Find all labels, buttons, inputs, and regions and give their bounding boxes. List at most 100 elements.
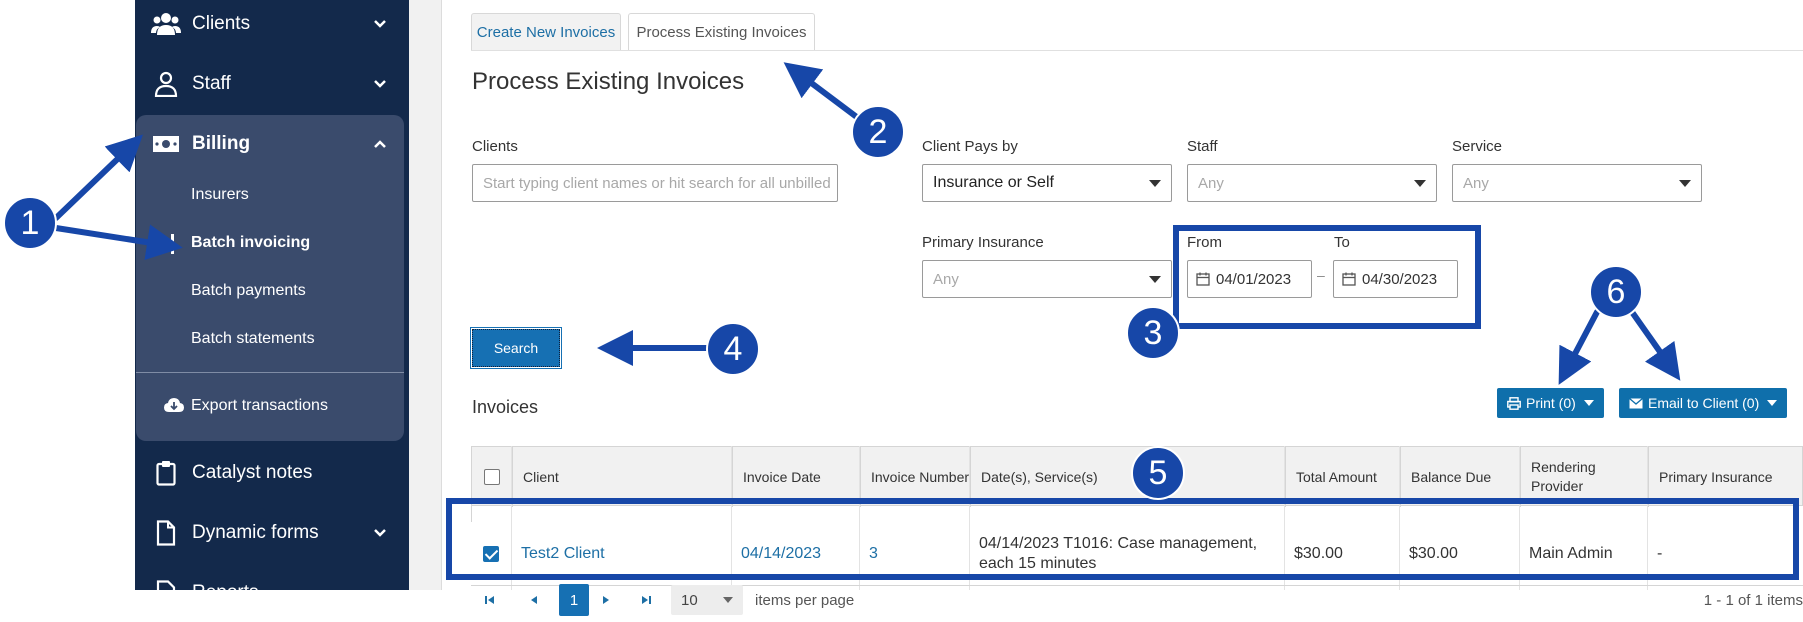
page-title: Process Existing Invoices — [472, 68, 745, 95]
clients-search-input[interactable]: Start typing client names or hit search … — [472, 164, 838, 202]
caret-down-icon — [723, 597, 733, 603]
client-pays-by-select[interactable]: Insurance or Self — [922, 164, 1172, 202]
staff-label: Staff — [1187, 138, 1218, 155]
chevron-down-icon — [374, 20, 386, 28]
sidebar-subitem-batch-payments[interactable]: Batch payments — [191, 282, 306, 299]
column-header[interactable]: Date(s), Service(s) — [970, 447, 1285, 507]
primary-insurance-cell: - — [1657, 545, 1663, 562]
staff-select[interactable]: Any — [1187, 164, 1437, 202]
sidebar-subitem-batch-invoicing[interactable]: Batch invoicing — [191, 234, 311, 251]
annotation-badge-4: 4 — [706, 322, 760, 376]
sidebar-item-catalyst-notes[interactable]: Catalyst notes — [135, 443, 409, 503]
column-header[interactable]: Primary Insurance — [1648, 447, 1803, 507]
sidebar: Clients Staff Billing Insurers Batch inv… — [135, 0, 409, 606]
clients-placeholder: Start typing client names or hit search … — [483, 174, 831, 192]
from-label: From — [1187, 234, 1222, 251]
money-icon — [151, 129, 181, 159]
sidebar-item-billing[interactable]: Billing — [135, 114, 409, 174]
invoice-date-link[interactable]: 04/14/2023 — [741, 545, 822, 562]
column-header[interactable]: Total Amount — [1285, 447, 1400, 507]
email-to-client-button[interactable]: Email to Client (0) — [1619, 388, 1788, 418]
search-button[interactable]: Search — [470, 327, 562, 369]
previous-page-icon[interactable] — [519, 584, 549, 616]
print-label: Print (0) — [1526, 395, 1576, 411]
first-page-icon[interactable] — [475, 584, 505, 616]
caret-down-icon — [1583, 400, 1594, 406]
clients-label: Clients — [472, 138, 518, 155]
chevron-up-icon — [374, 140, 386, 148]
sidebar-item-label: Staff — [192, 73, 231, 94]
client-link[interactable]: Test2 Client — [521, 545, 605, 562]
annotation-arrow — [53, 134, 143, 221]
row-select-cell — [471, 522, 511, 586]
to-date-input[interactable]: 04/30/2023 — [1333, 260, 1458, 298]
client-pays-by-label: Client Pays by — [922, 138, 1018, 155]
tab-process-existing-invoices[interactable]: Process Existing Invoices — [628, 13, 815, 51]
cloud-download-icon — [159, 391, 189, 421]
calendar-icon — [1196, 272, 1210, 286]
sidebar-item-label: Clients — [192, 13, 251, 34]
table-row[interactable]: Test2 Client 04/14/2023 3 04/14/2023 T10… — [471, 522, 1803, 586]
sidebar-item-label: Export transactions — [191, 397, 328, 414]
staff-value: Any — [1198, 174, 1224, 192]
sidebar-item-staff[interactable]: Staff — [135, 54, 409, 114]
users-icon — [151, 9, 181, 39]
sidebar-item-clients[interactable]: Clients — [135, 0, 409, 54]
annotation-badge-5: 5 — [1131, 446, 1185, 500]
annotation-badge-3: 3 — [1126, 306, 1180, 360]
invoice-number-link[interactable]: 3 — [869, 545, 878, 562]
pager: 1 10 items per page 1 - 1 of 1 items — [471, 584, 1803, 616]
caret-down-icon — [1414, 180, 1426, 187]
rendering-provider-cell: Main Admin — [1529, 545, 1613, 562]
annotation-badge-6: 6 — [1589, 265, 1643, 319]
envelope-icon — [1629, 397, 1643, 408]
sidebar-item-reports[interactable]: Reports — [135, 563, 409, 622]
caret-down-icon — [1767, 400, 1778, 406]
sidebar-item-export-transactions[interactable]: Export transactions — [135, 376, 409, 436]
primary-insurance-select[interactable]: Any — [922, 260, 1172, 298]
chevron-down-icon — [374, 529, 386, 537]
date-range-separator: – — [1317, 267, 1325, 283]
column-header[interactable]: Balance Due — [1400, 447, 1520, 507]
sidebar-subitem-insurers[interactable]: Insurers — [191, 186, 249, 203]
column-header[interactable]: Invoice Date — [732, 447, 860, 507]
page-size-select[interactable]: 10 — [671, 585, 743, 615]
sidebar-item-label: Catalyst notes — [192, 462, 313, 483]
document-icon — [151, 578, 181, 608]
billing-group — [136, 115, 404, 441]
page-number-button[interactable]: 1 — [559, 584, 589, 616]
last-page-icon[interactable] — [631, 584, 661, 616]
service-label: Service — [1452, 138, 1503, 155]
page-size-value: 10 — [681, 591, 698, 609]
primary-insurance-label: Primary Insurance — [922, 234, 1044, 251]
column-header[interactable]: Client — [512, 447, 732, 507]
column-header[interactable]: Rendering Provider — [1520, 447, 1648, 507]
client-pays-by-value: Insurance or Self — [933, 174, 1054, 191]
column-header[interactable]: Invoice Number — [860, 447, 970, 507]
row-checkbox[interactable] — [483, 546, 499, 562]
annotation-badge-1: 1 — [3, 196, 57, 250]
sidebar-subitem-batch-statements[interactable]: Batch statements — [191, 330, 315, 347]
to-date-value: 04/30/2023 — [1362, 270, 1438, 288]
invoices-heading: Invoices — [472, 397, 539, 417]
print-button[interactable]: Print (0) — [1497, 388, 1604, 418]
caret-down-icon — [1679, 180, 1691, 187]
select-all-checkbox[interactable] — [484, 469, 500, 485]
calendar-icon — [1342, 272, 1356, 286]
sidebar-item-dynamic-forms[interactable]: Dynamic forms — [135, 503, 409, 563]
annotation-badge-2: 2 — [851, 105, 905, 159]
service-select[interactable]: Any — [1452, 164, 1702, 202]
from-date-input[interactable]: 04/01/2023 — [1187, 260, 1312, 298]
active-indicator — [171, 234, 174, 254]
caret-down-icon — [1149, 276, 1161, 283]
caret-down-icon — [1149, 180, 1161, 187]
pager-summary: 1 - 1 of 1 items — [1703, 592, 1803, 609]
sidebar-item-label: Dynamic forms — [192, 522, 319, 543]
from-date-value: 04/01/2023 — [1216, 270, 1292, 288]
total-amount-cell: $30.00 — [1294, 545, 1343, 562]
tab-create-new-invoices[interactable]: Create New Invoices — [471, 13, 621, 51]
document-icon — [151, 518, 181, 548]
divider — [136, 372, 404, 373]
next-page-icon[interactable] — [591, 584, 621, 616]
